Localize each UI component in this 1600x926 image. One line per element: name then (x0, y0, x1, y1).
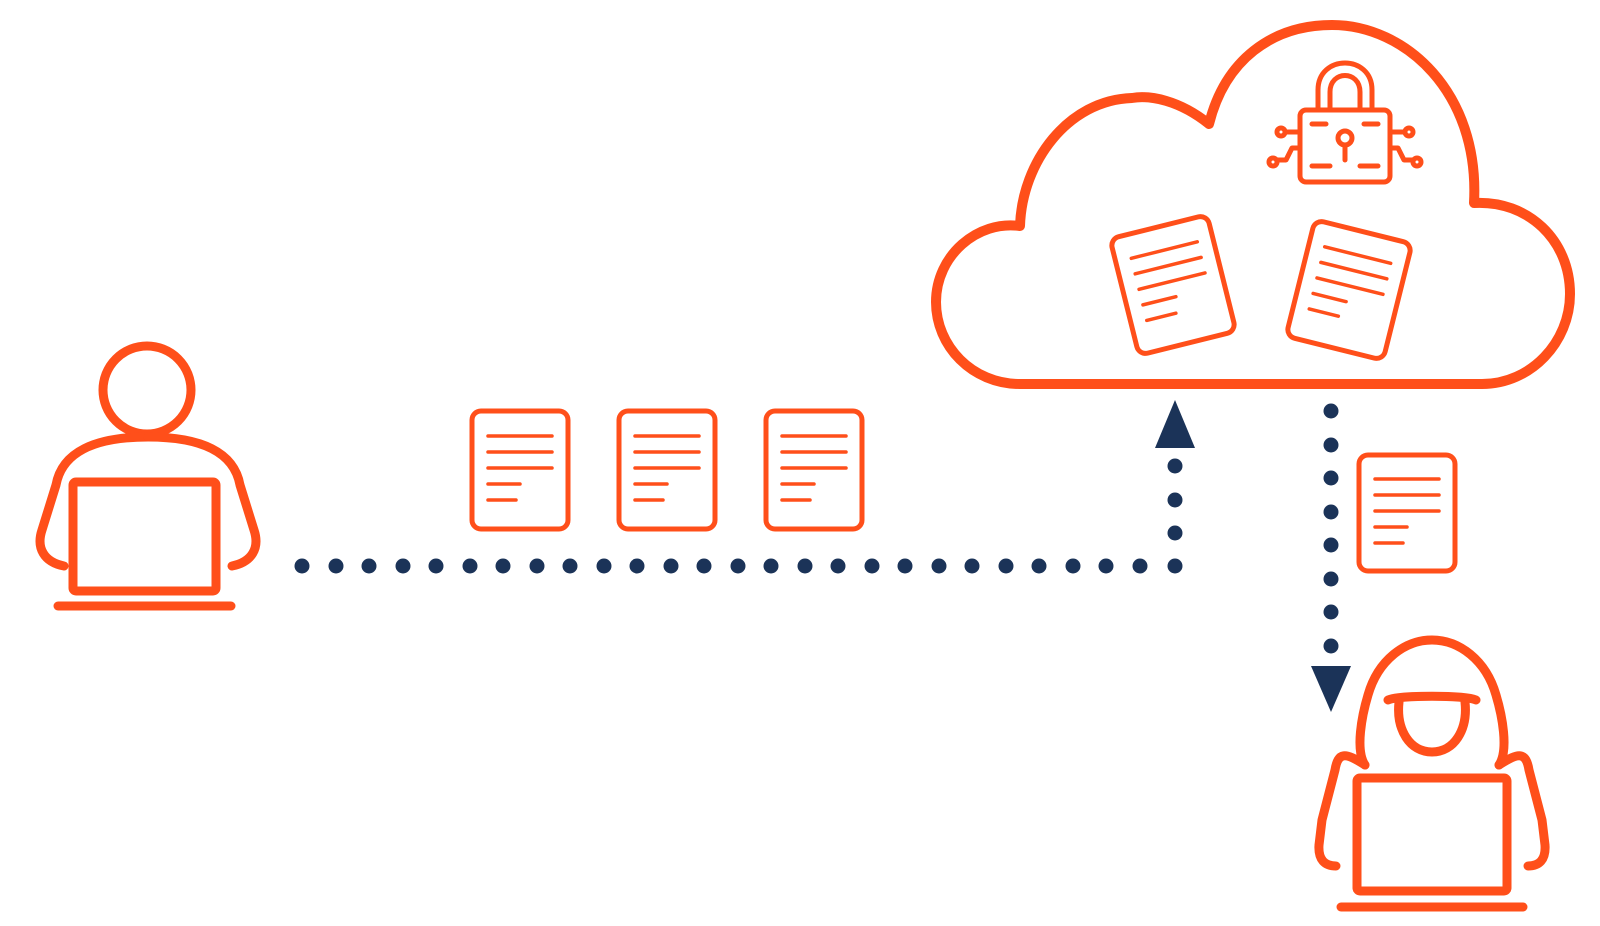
dotted-connector-up (1167, 458, 1183, 541)
document-icon (1109, 214, 1237, 356)
padlock-circuit-icon (1266, 60, 1424, 185)
document-icon (616, 408, 718, 532)
document-icon (1285, 219, 1413, 361)
document-icon (763, 408, 865, 532)
dotted-connector-horizontal (294, 558, 1183, 574)
arrow-down-icon (1311, 666, 1351, 712)
dotted-connector-down (1323, 403, 1339, 654)
document-icon (469, 408, 571, 532)
cloud-icon (931, 20, 1575, 389)
user-at-laptop-icon (35, 341, 261, 611)
arrow-up-icon (1155, 400, 1195, 448)
document-icon (1356, 452, 1458, 574)
hooded-hacker-at-laptop-icon (1314, 635, 1550, 912)
